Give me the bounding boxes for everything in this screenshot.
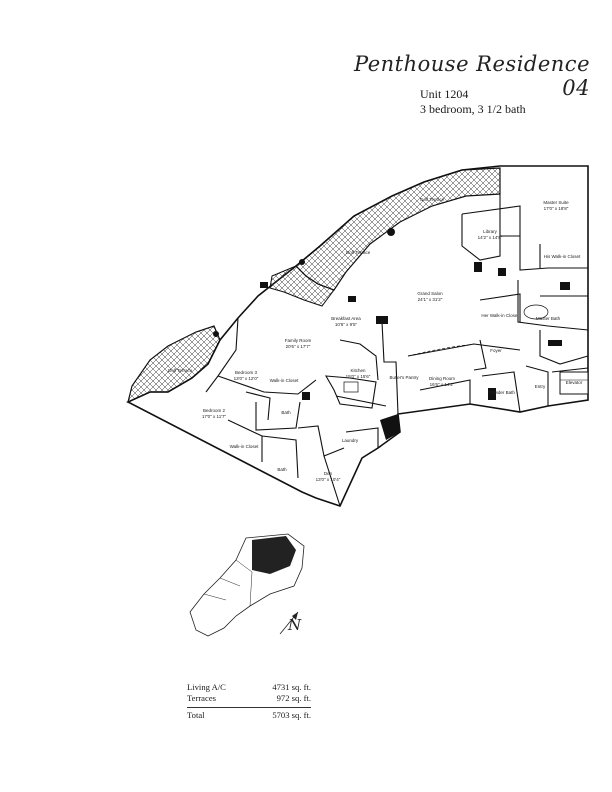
label-her-closet: Her Walk-in Closet (481, 313, 519, 318)
label-powder-bath: Powder Bath (489, 390, 515, 395)
label-dining-dim: 16'6" x 14'2" (430, 382, 455, 387)
label-kitchen-dim: 15'0" x 15'6" (346, 374, 371, 379)
terrace-column-2 (299, 259, 305, 265)
terrace-column-1 (387, 228, 395, 236)
area-label: Terraces (187, 693, 216, 703)
room-labels: Golf Terrace Golf Terrace Golf Terrace M… (168, 197, 583, 482)
label-laundry: Laundry (342, 438, 359, 443)
kitchen-island (343, 381, 359, 393)
area-row-living: Living A/C 4731 sq. ft. (187, 682, 311, 693)
label-kitchen: Kitchen (350, 368, 366, 373)
area-row-total: Total 5703 sq. ft. (187, 710, 311, 721)
bed-bath-count: 3 bedroom, 3 1/2 bath (420, 102, 526, 116)
label-bedroom-2: Bedroom 2 (203, 408, 226, 413)
label-grand-salon: Grand Salon (417, 291, 443, 296)
wall-accents (260, 262, 570, 440)
salon-window-line (407, 343, 475, 357)
label-den-dim: 13'0" x 10'4" (316, 477, 341, 482)
area-label: Living A/C (187, 682, 226, 692)
key-plan (189, 533, 305, 637)
label-elevator: Elevator (566, 380, 583, 385)
label-entry: Entry (535, 384, 546, 389)
label-walkin-closet-1: Walk-in Closet (270, 378, 300, 383)
label-library-dim: 14'2" x 14'8" (478, 235, 503, 240)
label-master-bath: Master Bath (536, 316, 561, 321)
label-master-suite-dim: 17'0" x 18'8" (544, 206, 569, 211)
elevator-box (559, 371, 589, 395)
label-golf-terrace-left: Golf Terrace (168, 368, 193, 373)
label-den: Den (324, 471, 333, 476)
key-plan-highlight (252, 536, 296, 574)
label-library: Library (483, 229, 498, 234)
label-golf-terrace-top: Golf Terrace (420, 197, 445, 202)
label-dining-room: Dining Room (429, 376, 455, 381)
label-bath-2: Bath (277, 467, 287, 472)
label-bedroom-2-dim: 17'0" x 11'7" (202, 414, 227, 419)
terrace-column-3 (213, 331, 219, 337)
label-bath-1: Bath (281, 410, 291, 415)
label-walkin-closet-2: Walk-in Closet (230, 444, 260, 449)
area-summary: Living A/C 4731 sq. ft. Terraces 972 sq.… (187, 682, 311, 721)
area-row-terraces: Terraces 972 sq. ft. (187, 693, 311, 704)
label-grand-salon-dim: 24'1" x 31'2" (418, 297, 443, 302)
label-butlers-pantry: Butler's Pantry (389, 375, 419, 380)
label-his-closet: His Walk-in Closet (544, 254, 581, 259)
label-bedroom-3: Bedroom 3 (235, 370, 258, 375)
area-value: 4731 sq. ft. (272, 682, 311, 692)
label-breakfast-dim: 10'6" x 9'5" (335, 322, 358, 327)
label-family-room: Family Room (285, 338, 312, 343)
master-tub (523, 304, 549, 320)
area-value: 972 sq. ft. (276, 693, 311, 703)
label-foyer: Foyer (490, 348, 502, 353)
interior-walls (205, 194, 589, 507)
area-divider (187, 707, 311, 708)
north-label: N (287, 616, 302, 634)
label-family-room-dim: 20'6" x 17'7" (286, 344, 311, 349)
label-golf-terrace-mid: Golf Terrace (346, 250, 371, 255)
north-arrow-icon: N (279, 611, 302, 635)
unit-number: Unit 1204 (420, 87, 469, 101)
area-total-value: 5703 sq. ft. (272, 710, 311, 720)
area-total-label: Total (187, 710, 205, 720)
label-breakfast: Breakfast Area (331, 316, 361, 321)
residence-title: Penthouse Residence 04 (354, 52, 590, 100)
label-master-suite: Master Suite (543, 200, 569, 205)
golf-terrace-mid (269, 265, 335, 307)
key-plan-inner-lines (203, 559, 253, 607)
label-bedroom-3-dim: 13'0" x 12'0" (234, 376, 259, 381)
